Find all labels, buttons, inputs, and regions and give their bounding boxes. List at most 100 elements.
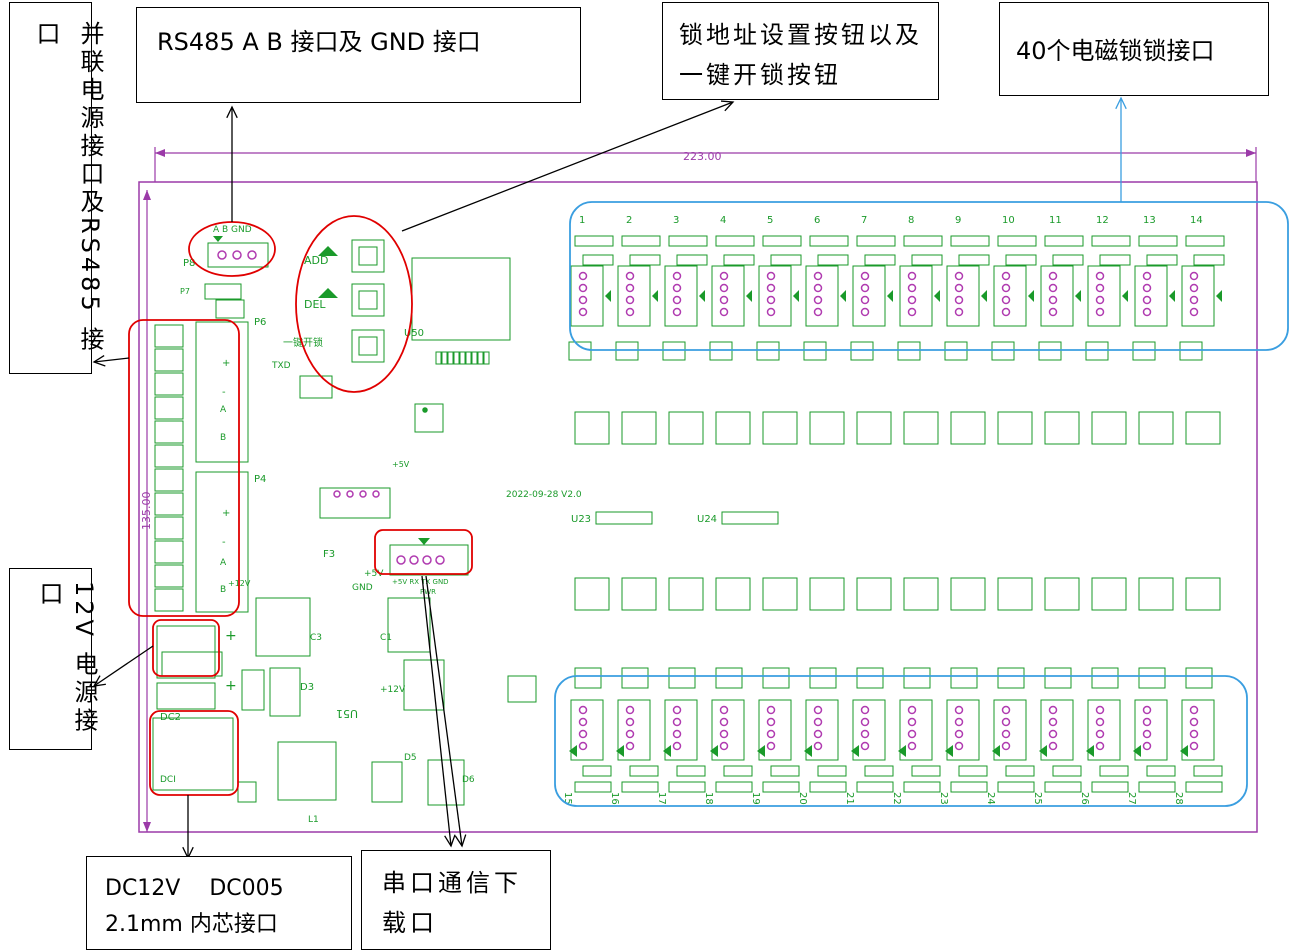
top-led-2: [676, 254, 708, 266]
bottom-lock-connector-8: [946, 699, 980, 761]
bottom-lock-connector-0: [570, 699, 604, 761]
p8-pin-3: [247, 250, 257, 260]
callout-parallel-power-text: 并联电源接口及RS485 接口: [32, 21, 104, 355]
highlight-layer: [128, 201, 1289, 807]
bottom-lock-number-12: 27: [1126, 792, 1137, 805]
terminal-slot-7: [154, 492, 184, 516]
terminal-slot-4: [154, 420, 184, 444]
top-dv-11: [1085, 341, 1109, 361]
top-resistors-0: [574, 235, 614, 247]
bottom-pin-0-1: [578, 717, 588, 727]
bottom-led-13: [1193, 765, 1223, 777]
bottom-pin-8-2: [954, 729, 964, 739]
bottom-resistors-6: [856, 781, 894, 793]
bottom-pin-11-0: [1095, 705, 1105, 715]
top-marker-2: [699, 290, 705, 302]
bottom-pin-13-1: [1189, 717, 1199, 727]
chip-c-pin4: [372, 490, 380, 498]
top-pin-3-2: [719, 295, 729, 305]
u50-pin-0: [435, 351, 442, 365]
top-lock-number-8: 9: [955, 215, 961, 226]
bottom-led-10: [1052, 765, 1082, 777]
relay-row2-3: [715, 577, 751, 611]
bottom-lock-connector-9: [993, 699, 1027, 761]
bottom-lock-connector-1: [617, 699, 651, 761]
bottom-led-3: [723, 765, 753, 777]
top-resistors-11: [1091, 235, 1131, 247]
bottom-dv-5: [809, 667, 837, 689]
top-pin-1-3: [625, 307, 635, 317]
top-marker-5: [840, 290, 846, 302]
bottom-pin-10-2: [1048, 729, 1058, 739]
top-pin-11-1: [1095, 283, 1105, 293]
top-pin-8-3: [954, 307, 964, 317]
top-pin-13-0: [1189, 271, 1199, 281]
p7-label: P7: [180, 287, 190, 296]
arrow-to-buttons-callout: [401, 101, 734, 232]
callout-power-12v: 12V 电源接口: [9, 568, 98, 750]
relay-row2-7: [903, 577, 939, 611]
bottom-pin-3-0: [719, 705, 729, 715]
top-pin-1-1: [625, 283, 635, 293]
bottom-dv-9: [997, 667, 1025, 689]
bottom-pin-5-3: [813, 741, 823, 751]
u50-pin-4: [459, 351, 466, 365]
inductor-l1: [277, 741, 337, 801]
bottom-lock-number-8: 23: [938, 792, 949, 805]
bottom-marker-8: [945, 745, 953, 757]
bottom-pin-2-3: [672, 741, 682, 751]
bottom-lock-number-13: 28: [1173, 792, 1184, 805]
a-1: A: [220, 405, 227, 415]
top-pin-1-0: [625, 271, 635, 281]
top-pin-6-2: [860, 295, 870, 305]
top-pin-4-3: [766, 307, 776, 317]
arrow-to-locks-callout-head: [1115, 96, 1127, 110]
bottom-dv-2: [668, 667, 696, 689]
top-pin-10-0: [1048, 271, 1058, 281]
top-pin-7-0: [907, 271, 917, 281]
relay-row1-12: [1138, 411, 1174, 445]
top-lock-number-11: 12: [1096, 215, 1109, 226]
relay-row2-13: [1185, 577, 1221, 611]
bottom-led-4: [770, 765, 800, 777]
top-lock-number-7: 8: [908, 215, 914, 226]
bottom-pin-0-0: [578, 705, 588, 715]
bottom-marker-11: [1086, 745, 1094, 757]
top-pin-6-3: [860, 307, 870, 317]
top-led-3: [723, 254, 755, 266]
top-lock-number-4: 5: [767, 215, 773, 226]
u50-pin-2: [447, 351, 454, 365]
top-dv-6: [850, 341, 874, 361]
bottom-lock-connector-7: [899, 699, 933, 761]
top-pin-13-2: [1189, 295, 1199, 305]
top-pin-0-0: [578, 271, 588, 281]
bottom-resistors-10: [1044, 781, 1082, 793]
bottom-pin-2-2: [672, 729, 682, 739]
bottom-lock-connector-13: [1181, 699, 1215, 761]
top-led-8: [958, 254, 990, 266]
top-resistors-9: [997, 235, 1037, 247]
del-triangle: [318, 288, 338, 298]
top-pin-4-2: [766, 295, 776, 305]
top-pin-2-3: [672, 307, 682, 317]
dc-jack: [152, 717, 234, 791]
bottom-marker-1: [616, 745, 624, 757]
top-marker-0: [605, 290, 611, 302]
top-resistors-13: [1185, 235, 1225, 247]
dimension-height-label: 135.00: [140, 492, 153, 531]
top-lock-connector-10: [1040, 265, 1074, 327]
top-pin-11-2: [1095, 295, 1105, 305]
bottom-lock-number-9: 24: [985, 792, 996, 805]
top-pin-3-1: [719, 283, 729, 293]
callout-dc-jack: DC12V DC005 2.1mm 内芯接口: [86, 856, 352, 950]
bottom-pin-4-1: [766, 717, 776, 727]
top-lock-number-2: 3: [673, 215, 679, 226]
bottom-led-0: [582, 765, 612, 777]
bottom-pin-1-3: [625, 741, 635, 751]
serial-pin-3: [435, 555, 445, 565]
relay-row2-0: [574, 577, 610, 611]
top-pin-13-1: [1189, 283, 1199, 293]
plus12v-b: +12V: [380, 685, 406, 695]
top-pin-0-3: [578, 307, 588, 317]
